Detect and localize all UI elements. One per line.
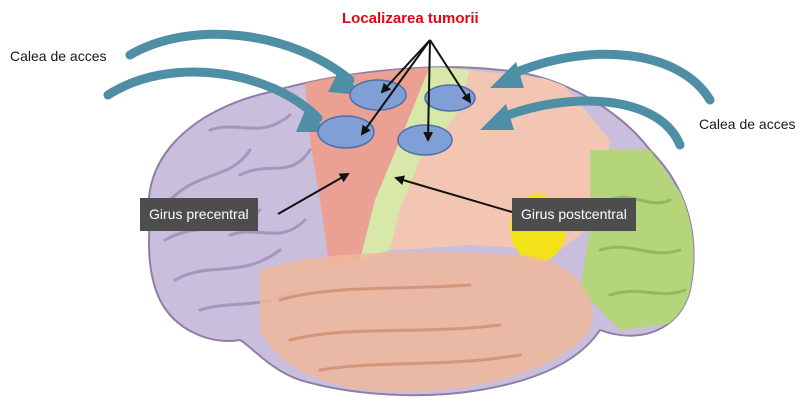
tumor-ellipse xyxy=(398,125,452,155)
tumor-ellipse xyxy=(318,116,374,148)
access-path-label-left: Calea de acces xyxy=(10,48,107,64)
occipital-lobe xyxy=(580,150,700,330)
access-path-label-right: Calea de acces xyxy=(699,116,796,132)
precentral-gyrus-label: Girus precentral xyxy=(140,198,258,231)
tumor-location-title: Localizarea tumorii xyxy=(342,10,479,27)
postcentral-gyrus-label: Girus postcentral xyxy=(512,198,636,231)
